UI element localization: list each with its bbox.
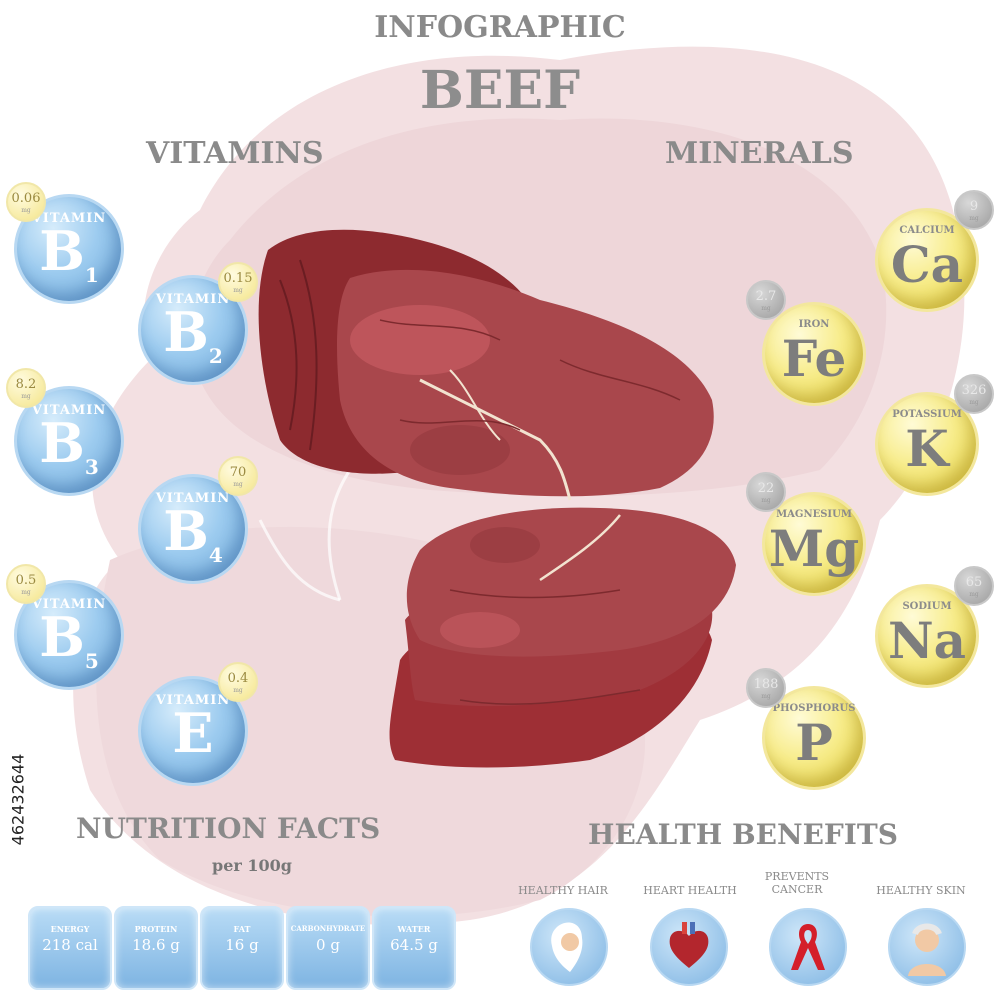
ribbon-icon bbox=[769, 908, 847, 986]
vitamin-b2-value-badge: 0.15 mg bbox=[218, 262, 258, 302]
nutrition-water-tile: WATER 64.5 g bbox=[372, 906, 456, 990]
mineral-iron-bubble: IRON Fe bbox=[762, 302, 866, 406]
nutrition-energy-tile: ENERGY 218 cal bbox=[28, 906, 112, 990]
mineral-calcium-value-badge: 9 mg bbox=[954, 190, 994, 230]
mineral-magnesium-value-badge: 22 mg bbox=[746, 472, 786, 512]
mineral-iron-value-badge: 2.7 mg bbox=[746, 280, 786, 320]
vitamin-b3-bubble: VITAMIN B3 bbox=[14, 386, 124, 496]
vitamin-b5-value-badge: 0.5 mg bbox=[6, 564, 46, 604]
face-icon bbox=[888, 908, 966, 986]
stock-id-watermark: 462432644 bbox=[8, 753, 28, 846]
vitamin-b4-value-badge: 70 mg bbox=[218, 456, 258, 496]
vitamin-b1-bubble: VITAMIN B1 bbox=[14, 194, 124, 304]
health-benefits-heading: HEALTH BENEFITS bbox=[588, 818, 898, 851]
mineral-potassium-bubble: POTASSIUM K bbox=[875, 392, 979, 496]
mineral-phosphorus-value-badge: 188 mg bbox=[746, 668, 786, 708]
mineral-sodium-value-badge: 65 mg bbox=[954, 566, 994, 606]
benefit-label-hair: HEALTHY HAIR bbox=[518, 884, 608, 897]
hair-icon bbox=[530, 908, 608, 986]
meat-slab-top-front bbox=[337, 269, 714, 497]
vitamin-e-value-badge: 0.4 mg bbox=[218, 662, 258, 702]
nutrition-heading: NUTRITION FACTS bbox=[76, 812, 381, 845]
benefit-label-skin: HEALTHY SKIN bbox=[876, 884, 966, 897]
vitamin-label: VITAMIN bbox=[31, 211, 107, 226]
infographic-label: INFOGRAPHIC bbox=[374, 10, 626, 45]
vitamin-b1-value-badge: 0.06 mg bbox=[6, 182, 46, 222]
nutrition-protein-tile: PROTEIN 18.6 g bbox=[114, 906, 198, 990]
benefit-label-heart: HEART HEALTH bbox=[643, 884, 737, 897]
mineral-magnesium-bubble: MAGNESIUM Mg bbox=[762, 492, 866, 596]
heart-icon bbox=[650, 908, 728, 986]
vitamin-symbol: B1 bbox=[39, 219, 99, 287]
vitamin-e-bubble: VITAMIN E bbox=[138, 676, 248, 786]
page-title: BEEF bbox=[419, 60, 581, 121]
mineral-phosphorus-bubble: PHOSPHORUS P bbox=[762, 686, 866, 790]
vitamin-b4-bubble: VITAMIN B4 bbox=[138, 474, 248, 584]
nutrition-fat-tile: FAT 16 g bbox=[200, 906, 284, 990]
benefit-label-cancer: PREVENTS CANCER bbox=[764, 870, 830, 896]
mineral-potassium-value-badge: 326 mg bbox=[954, 374, 994, 414]
minerals-heading: MINERALS bbox=[665, 136, 854, 171]
nutrition-per-label: per 100g bbox=[212, 856, 292, 875]
vitamin-b3-value-badge: 8.2 mg bbox=[6, 368, 46, 408]
vitamins-heading: VITAMINS bbox=[146, 136, 324, 171]
nutrition-carbohydrate-tile: CARBONHYDRATE 0 g bbox=[286, 906, 370, 990]
